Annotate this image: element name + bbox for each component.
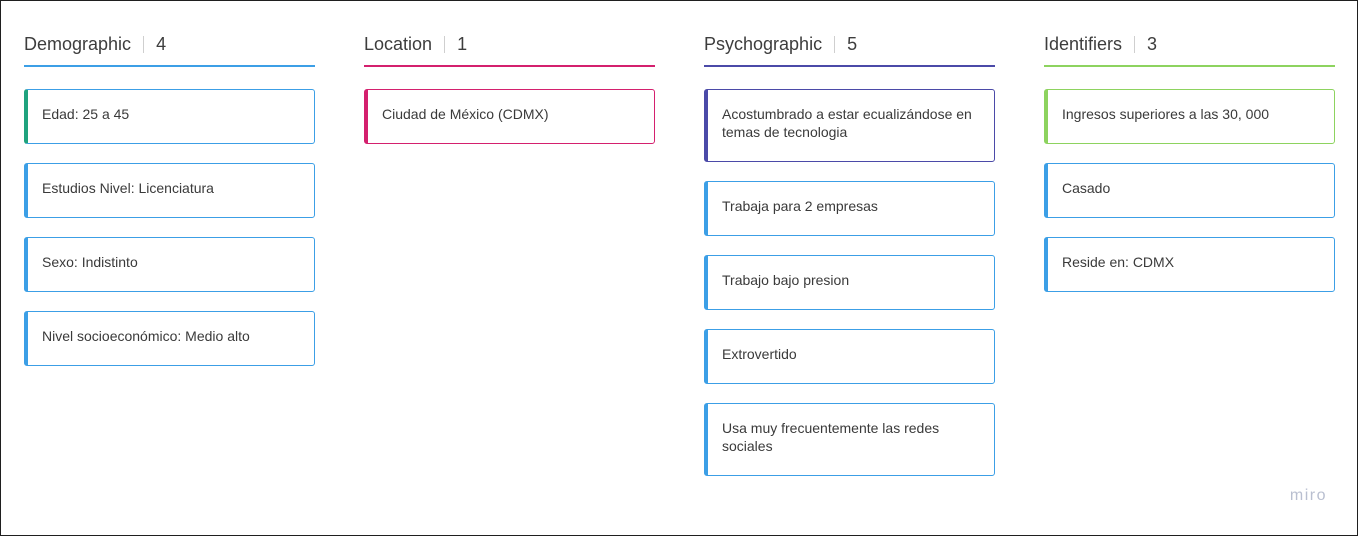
sticky-card[interactable]: Trabaja para 2 empresas — [704, 181, 995, 236]
column-title: Identifiers — [1044, 33, 1123, 54]
sticky-card[interactable]: Casado — [1044, 163, 1335, 218]
column-header[interactable]: Demographic 4 — [24, 1, 315, 67]
miro-logo: miro — [1289, 487, 1327, 504]
column-identifiers: Identifiers 3 Ingresos superiores a las … — [1044, 1, 1335, 311]
sticky-card[interactable]: Acostumbrado a estar ecualizándose en te… — [704, 89, 995, 162]
column-count: 5 — [847, 33, 858, 54]
column-location: Location 1 Ciudad de México (CDMX) — [364, 1, 655, 163]
sticky-card[interactable]: Sexo: Indistinto — [24, 237, 315, 292]
sticky-card[interactable]: Estudios Nivel: Licenciatura — [24, 163, 315, 218]
card-list: Ingresos superiores a las 30, 000 Casado… — [1044, 89, 1335, 292]
header-divider — [444, 35, 446, 53]
sticky-card[interactable]: Edad: 25 a 45 — [24, 89, 315, 144]
column-count: 1 — [457, 33, 468, 54]
sticky-card[interactable]: Usa muy frecuentemente las redes sociale… — [704, 403, 995, 476]
column-demographic: Demographic 4 Edad: 25 a 45 Estudios Niv… — [24, 1, 315, 385]
column-header[interactable]: Identifiers 3 — [1044, 1, 1335, 67]
column-header[interactable]: Location 1 — [364, 1, 655, 67]
column-count: 4 — [156, 33, 167, 54]
column-title: Psychographic — [704, 33, 823, 54]
column-title: Location — [364, 33, 433, 54]
header-divider — [834, 35, 836, 53]
card-list: Edad: 25 a 45 Estudios Nivel: Licenciatu… — [24, 89, 315, 366]
header-divider — [1134, 35, 1136, 53]
column-title: Demographic — [24, 33, 132, 54]
card-list: Acostumbrado a estar ecualizándose en te… — [704, 89, 995, 476]
sticky-card[interactable]: Reside en: CDMX — [1044, 237, 1335, 292]
sticky-card[interactable]: Extrovertido — [704, 329, 995, 384]
column-header[interactable]: Psychographic 5 — [704, 1, 995, 67]
sticky-card[interactable]: Nivel socioeconómico: Medio alto — [24, 311, 315, 366]
header-divider — [143, 35, 145, 53]
column-psychographic: Psychographic 5 Acostumbrado a estar ecu… — [704, 1, 995, 495]
sticky-card[interactable]: Ingresos superiores a las 30, 000 — [1044, 89, 1335, 144]
sticky-card[interactable]: Ciudad de México (CDMX) — [364, 89, 655, 144]
sticky-card[interactable]: Trabajo bajo presion — [704, 255, 995, 310]
column-count: 3 — [1147, 33, 1158, 54]
card-list: Ciudad de México (CDMX) — [364, 89, 655, 144]
